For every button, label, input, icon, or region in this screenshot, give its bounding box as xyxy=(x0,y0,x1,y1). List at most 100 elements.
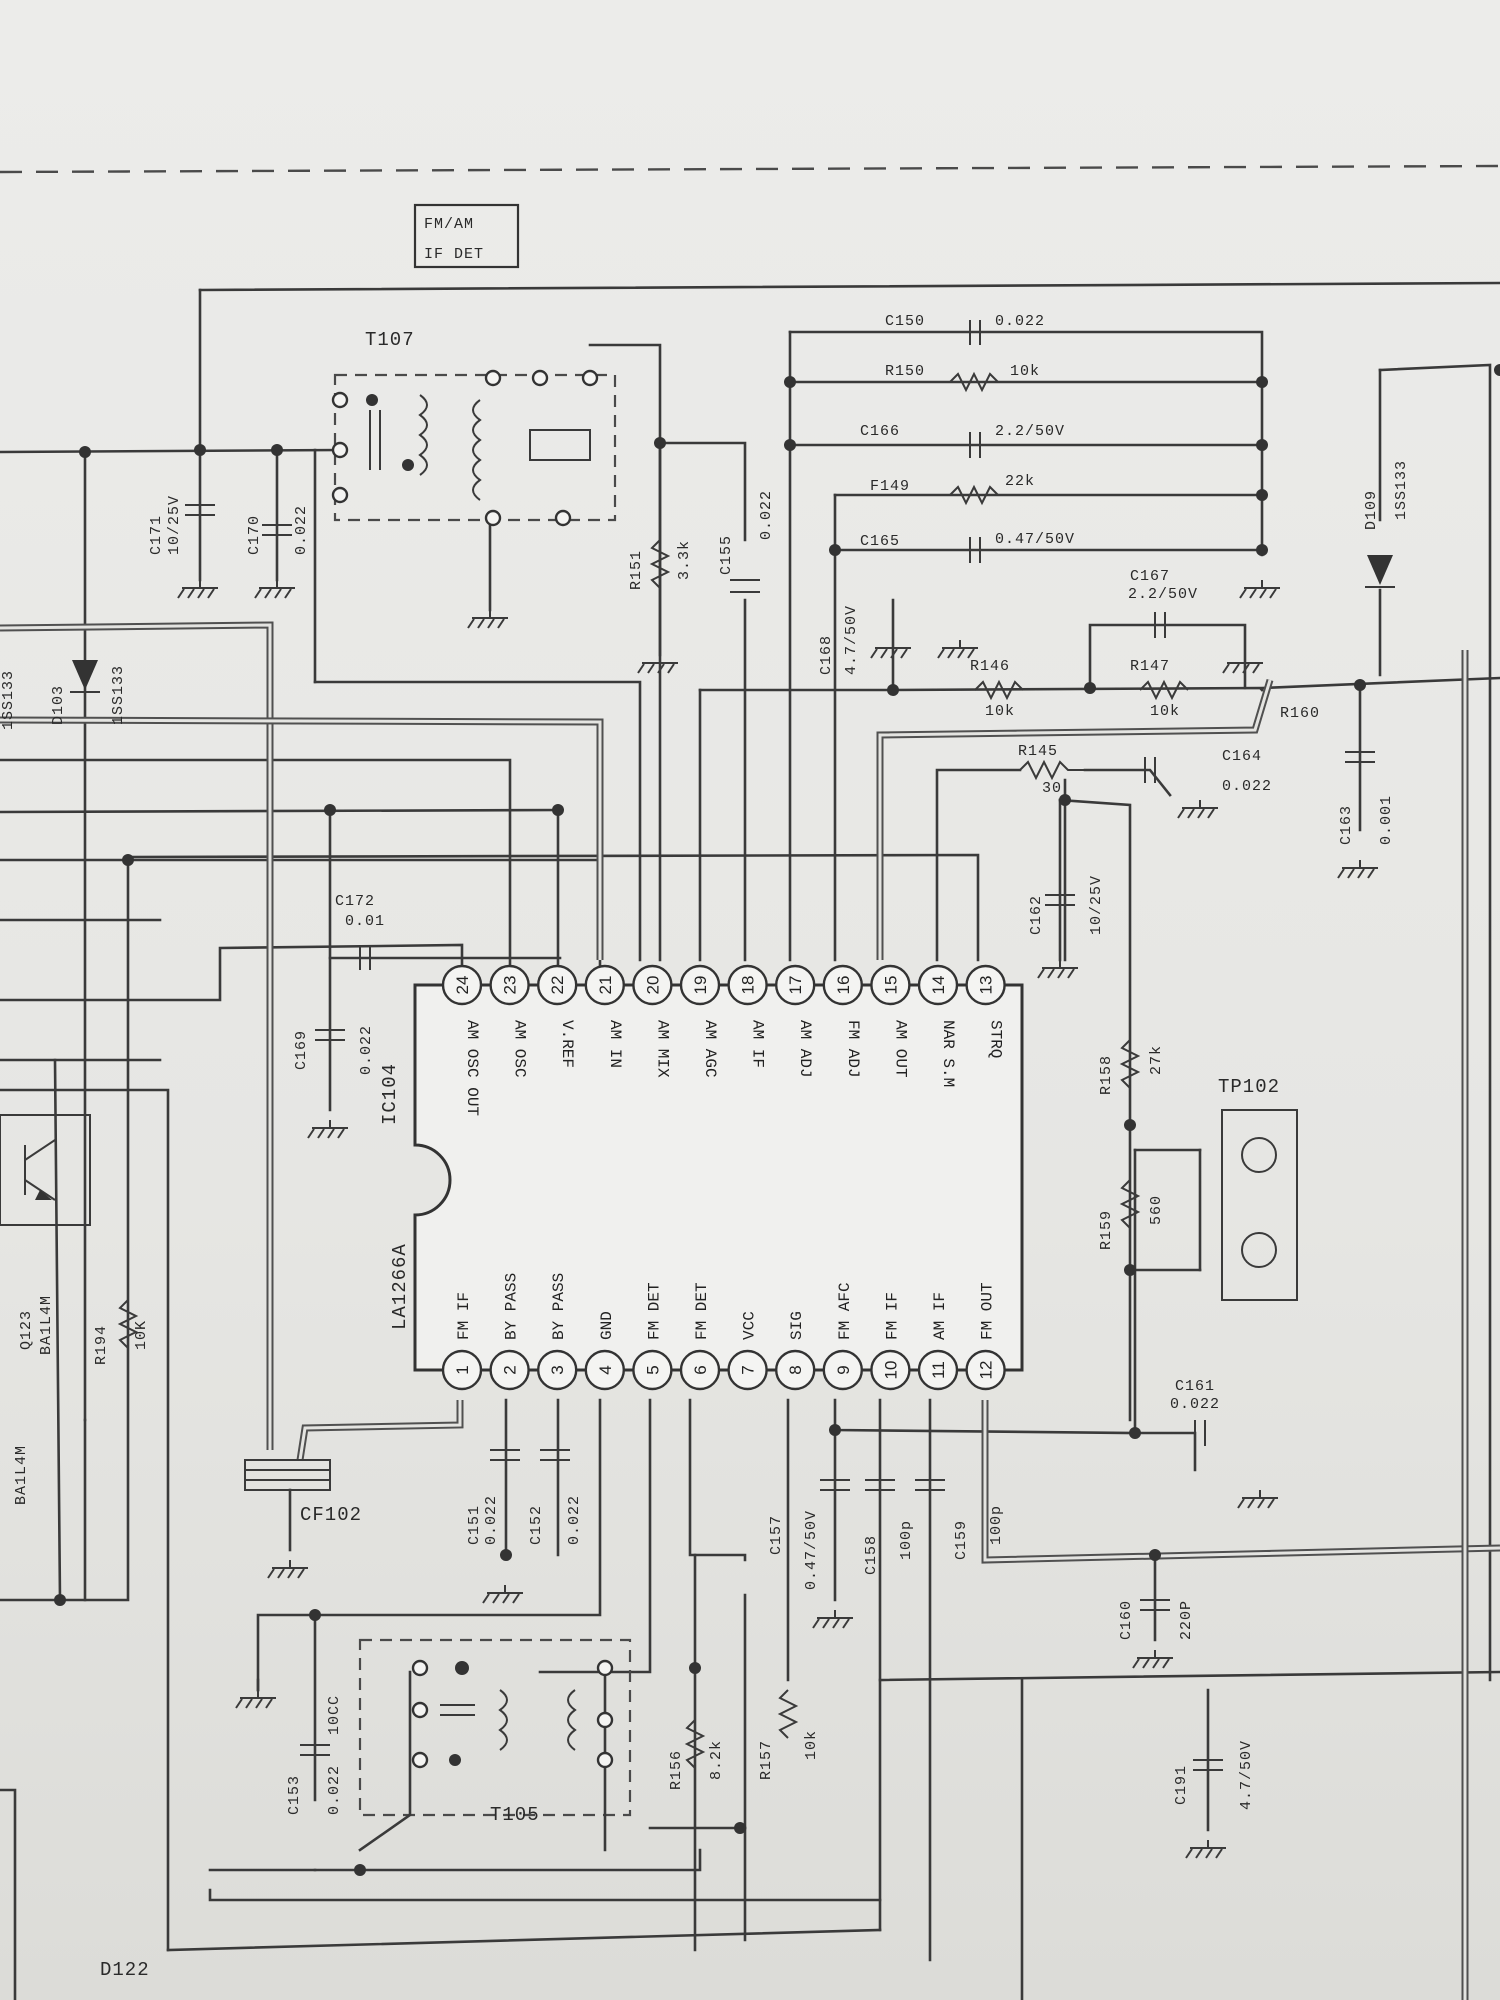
c171-value: 10/25V xyxy=(166,495,183,555)
r146-value: 10k xyxy=(985,703,1015,720)
r158-value: 27k xyxy=(1148,1045,1165,1075)
ground-hatch xyxy=(637,663,645,674)
ic104-pin-name: SIG xyxy=(788,1311,806,1340)
c168-value: 4.7/50V xyxy=(843,605,860,675)
r147-ref: R147 xyxy=(1130,658,1170,675)
c163-value: 0.001 xyxy=(1378,795,1395,845)
ic104-pin-name: FM DET xyxy=(645,1282,663,1340)
ground-hatch xyxy=(1257,1498,1265,1509)
section-boundary-line xyxy=(0,164,1500,174)
ground-hatch xyxy=(337,1128,345,1139)
ground-hatch xyxy=(264,588,272,599)
r145-value: 30 xyxy=(1042,780,1062,797)
cf102-label: CF102 xyxy=(300,1504,362,1526)
c158-value: 100p xyxy=(898,1520,915,1560)
c152-value: 0.022 xyxy=(566,1495,583,1545)
ic104-pin-number: 11 xyxy=(929,1361,948,1379)
d103-value: 1SS133 xyxy=(110,665,127,725)
ic104-pin-number: 3 xyxy=(548,1365,567,1374)
r151-value: 3.3k xyxy=(676,540,693,580)
ic104-pin-24 xyxy=(441,964,483,1006)
c169-value: 0.022 xyxy=(358,1025,375,1075)
c162-ref: C162 xyxy=(1028,895,1045,935)
ic104-pin-number: 17 xyxy=(786,976,805,995)
ground-hatch xyxy=(890,648,898,659)
ic104-pin-number: 18 xyxy=(739,976,758,995)
ground-hatch xyxy=(502,1593,510,1604)
left-diode-value: 1SS133 xyxy=(0,670,17,730)
c162-value: 10/25V xyxy=(1088,875,1105,935)
junctions xyxy=(54,364,1500,1876)
ground-hatch xyxy=(822,1618,830,1629)
ic104-pin-12 xyxy=(965,1349,1006,1391)
ic104-ref: IC104 xyxy=(379,1063,401,1125)
ic104-pin-name: AM IF xyxy=(749,1020,767,1068)
ic104-pin-number: 15 xyxy=(881,976,900,995)
ic104-pin-name: FM AFC xyxy=(836,1282,854,1340)
ground-hatch xyxy=(1337,868,1345,879)
ic104-pin-14 xyxy=(917,964,959,1006)
c170-value: 0.022 xyxy=(293,505,310,555)
ic104-pin-number: 2 xyxy=(501,1365,520,1374)
ic104-pin-11 xyxy=(917,1349,959,1391)
ic104-pin-8 xyxy=(775,1349,816,1391)
c153-value: 0.022 xyxy=(326,1765,343,1815)
ground-hatch xyxy=(1152,1658,1160,1669)
ic104-pin-13 xyxy=(965,964,1006,1006)
r160-ref: R160 xyxy=(1280,705,1320,722)
ground-hatch xyxy=(667,663,675,674)
tp102-testpoint xyxy=(1221,1109,1298,1301)
r151-ref: R151 xyxy=(628,550,645,590)
c153-secondary-value: 10CC xyxy=(326,1695,343,1735)
ic104-pin-name: BY PASS xyxy=(503,1273,521,1340)
ground-hatch xyxy=(870,648,878,659)
ic104-pin-number: 8 xyxy=(786,1365,805,1374)
r159-ref: R159 xyxy=(1098,1210,1115,1250)
ic104-pin-name: V.REF xyxy=(558,1020,576,1068)
r156-value: 8.2k xyxy=(708,1740,725,1780)
ground-hatch xyxy=(267,1568,275,1579)
ground-hatch xyxy=(187,588,195,599)
c166-ref: C166 xyxy=(860,423,900,440)
d109-ref: D109 xyxy=(1363,490,1380,530)
ground-hatch xyxy=(1239,588,1247,599)
f149-ref: F149 xyxy=(870,478,910,495)
ground-hatch xyxy=(297,1568,305,1579)
r158-ref: R158 xyxy=(1098,1055,1115,1095)
c153-ref: C153 xyxy=(286,1775,303,1815)
c163-ref: C163 xyxy=(1338,805,1355,845)
ground-hatch xyxy=(1347,868,1355,879)
ic104-pin-number: 6 xyxy=(691,1365,710,1374)
d122-label: D122 xyxy=(100,1959,150,1981)
t105-label: T105 xyxy=(490,1804,540,1826)
ground-symbols xyxy=(177,580,1378,1859)
ic104-pin-10 xyxy=(870,1349,911,1391)
c167-ref: C167 xyxy=(1130,568,1170,585)
ground-hatch xyxy=(197,588,205,599)
c150-ref: C150 xyxy=(885,313,925,330)
ic104-pin-18 xyxy=(727,964,768,1006)
ic104-pin-16 xyxy=(822,964,863,1006)
ic104-pin-name: AM OUT xyxy=(891,1020,909,1078)
component-labels: T107 T105 CF102 TP102 C171 10/25V C170 0… xyxy=(0,313,1410,1981)
c169-ref: C169 xyxy=(293,1030,310,1070)
ic104-pin-number: 7 xyxy=(739,1365,758,1374)
ground-hatch xyxy=(287,1568,295,1579)
ic104-pin-name: STRQ xyxy=(987,1020,1005,1058)
ground-hatch xyxy=(274,588,282,599)
ic104-pin-23 xyxy=(489,964,530,1006)
ground-hatch xyxy=(967,648,975,659)
ic104-pin-number: 12 xyxy=(977,1361,996,1380)
ic104-pin-number: 19 xyxy=(691,976,710,995)
c151-value: 0.022 xyxy=(483,1495,500,1545)
ic104-pin-name: AM ADJ xyxy=(796,1020,814,1078)
ground-hatch xyxy=(812,1618,820,1629)
cf102-filter xyxy=(244,1459,331,1552)
ic104-pin-6 xyxy=(679,1349,721,1391)
f149-value: 22k xyxy=(1005,473,1035,490)
t107-label: T107 xyxy=(365,329,415,351)
c164-ref: C164 xyxy=(1222,748,1262,765)
